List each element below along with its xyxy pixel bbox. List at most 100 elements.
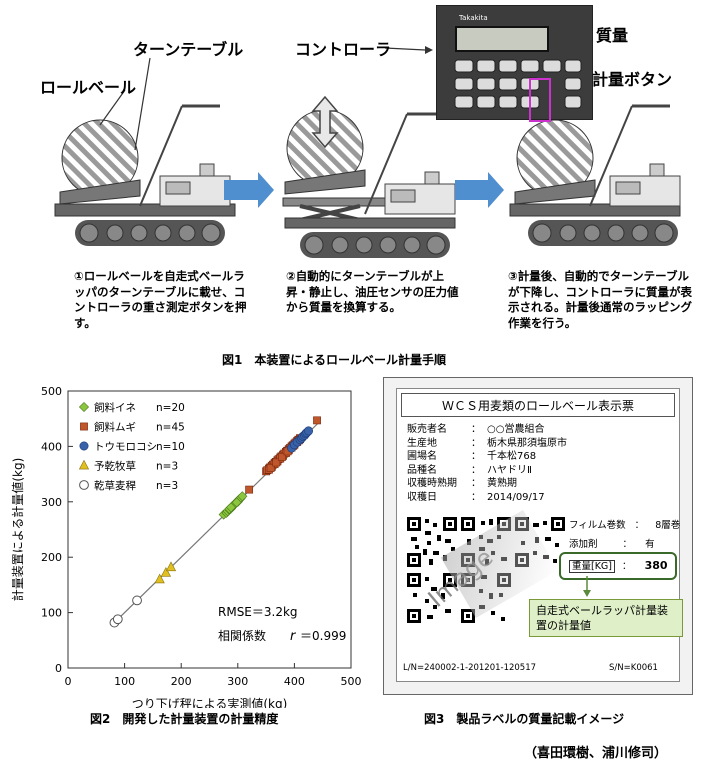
data-point [160, 566, 172, 577]
data-point [266, 464, 275, 472]
film-sep: ： [634, 520, 645, 531]
label-weigh-button: 計量ボタン [592, 70, 673, 89]
label-row-sep: ： [471, 478, 481, 489]
data-point [132, 595, 142, 606]
controller-display [455, 26, 549, 52]
label-row-key: 収穫時熟期 [407, 478, 457, 489]
additive-value: 有 [645, 539, 655, 550]
legend-label: 飼料ムギ [94, 421, 136, 434]
film-label: フィルム巻数 [569, 520, 626, 531]
legend-label: 予乾牧草 [94, 460, 136, 473]
x-tick-label: 100 [114, 675, 135, 688]
y-tick-label: 300 [41, 496, 62, 509]
qr-code-bottom-left-icon [407, 573, 457, 623]
y-tick-label: 100 [41, 607, 62, 620]
label-row-value: ハヤドリⅡ [487, 464, 532, 476]
correlation-label: 相関係数 [218, 628, 266, 643]
weight-label: 重量[KG] [569, 560, 616, 573]
figure-1-caption: 図1 本装置によるロールベール計量手順 [222, 353, 446, 367]
legend-marker [78, 459, 90, 470]
label-title-box [401, 393, 675, 417]
x-tick-label: 200 [171, 675, 192, 688]
label-row-value: 黄熟期 [487, 478, 517, 489]
y-tick-label: 0 [55, 662, 62, 675]
figure-2-caption: 図2 開発した計量装置の計量精度 [90, 712, 279, 726]
label-turntable: ターンテーブル [133, 40, 244, 59]
machine-illustrations [54, 29, 682, 259]
rmse-annotation: RMSE＝3.2kg [218, 605, 298, 619]
film-row: フィルム巻数 ： 8層巻 [569, 517, 680, 531]
additive-sep: ： [622, 539, 633, 550]
x-axis-label: つり下げ秤による実測値(kg) [132, 696, 288, 708]
data-point [237, 491, 248, 502]
weigh-button-highlight [529, 78, 551, 122]
step-1-text: ①ロールベールを自走式ベールラッパのターンテーブルに載せ、コントローラの重さ測定… [74, 269, 247, 330]
correlation-value: ＝0.999 [300, 629, 346, 643]
label-row-sep: ： [471, 464, 481, 476]
process-arrow-1-icon [224, 172, 274, 208]
label-row-value: 2014/09/17 [487, 491, 545, 503]
label-title: ＷＣＳ用麦類のロールベール表示票 [441, 399, 634, 413]
legend-count: n=10 [156, 441, 185, 453]
data-point [231, 497, 242, 508]
weight-row: 重量[KG] ： 380 [569, 558, 668, 573]
label-row-sep: ： [471, 491, 481, 503]
weight-box [559, 552, 677, 580]
legend-count: n=3 [156, 480, 178, 492]
legend-count: n=20 [156, 402, 185, 414]
lift-arrow-icon [311, 95, 339, 149]
legend-marker [78, 401, 90, 413]
legend-count: n=45 [156, 422, 185, 434]
controller-button-grid [453, 58, 583, 113]
y-tick-label: 500 [41, 385, 62, 398]
legend-marker [79, 441, 89, 451]
x-tick-label: 300 [227, 675, 248, 688]
label-row-value: 栃木県那須塩原市 [487, 437, 567, 449]
product-label-photo: ＷＣＳ用麦類のロールベール表示票 販売者名：○○営農組合生産地：栃木県那須塩原市… [383, 377, 693, 695]
label-row-sep: ： [471, 424, 481, 435]
label-row: 収穫日 ： 2014/09/17 [407, 491, 677, 505]
weight-value: 380 [644, 559, 668, 572]
label-row-key: 収穫日 [407, 491, 437, 503]
y-tick-label: 400 [41, 440, 62, 453]
label-roll-bale: ロールベール [40, 78, 137, 97]
x-tick-label: 0 [65, 675, 72, 688]
data-point [313, 416, 321, 425]
label-row-value: ○○営農組合 [487, 424, 545, 435]
legend-label: 乾草麦稈 [94, 479, 136, 492]
controller-brand: Takakita [459, 14, 488, 22]
y-tick-label: 200 [41, 551, 62, 564]
label-row-sep: ： [471, 437, 481, 449]
label-row: 圃場名 ： 千本松768 [407, 450, 677, 464]
label-row: 収穫時熟期 ： 黄熟期 [407, 477, 677, 491]
additive-label: 添加剤 [569, 539, 598, 550]
legend-label: トウモロコシ [94, 441, 157, 453]
data-point [304, 426, 314, 436]
controller-photo: Takakita [436, 5, 593, 122]
label-footer-right: S/N=K0061 [609, 663, 658, 673]
machine-step2 [282, 109, 457, 259]
label-footer-left: L/N=240002-1-201201-120517 [403, 663, 537, 673]
machine-step1 [54, 104, 236, 247]
label-row-key: 生産地 [407, 437, 437, 449]
figure-3-caption: 図3 製品ラベルの質量記載イメージ [424, 712, 625, 726]
data-point [154, 573, 165, 584]
label-row-key: 圃場名 [407, 451, 437, 462]
label-mass: 質量 [596, 26, 629, 45]
machine-step3 [509, 104, 682, 247]
additive-row: 添加剤 ： 有 [569, 536, 655, 550]
step-2-text: ②自動的にターンテーブルが上昇・静止し、油圧センサの圧力値から質量を換算する。 [286, 269, 459, 314]
legend-label: 飼料イネ [94, 401, 136, 414]
legend-marker [79, 480, 89, 490]
data-point [278, 453, 286, 461]
correlation-r: r [290, 629, 297, 644]
callout-box: 自走式ベールラッパ計量装置の計量値 [529, 599, 683, 637]
x-tick-label: 500 [341, 675, 362, 688]
label-row: 生産地 ： 栃木県那須塩原市 [407, 437, 677, 451]
label-row-sep: ： [471, 451, 481, 462]
process-arrow-2-icon [455, 172, 504, 208]
data-point [165, 561, 177, 572]
label-row-value: 千本松768 [487, 451, 537, 462]
data-point [225, 502, 237, 513]
